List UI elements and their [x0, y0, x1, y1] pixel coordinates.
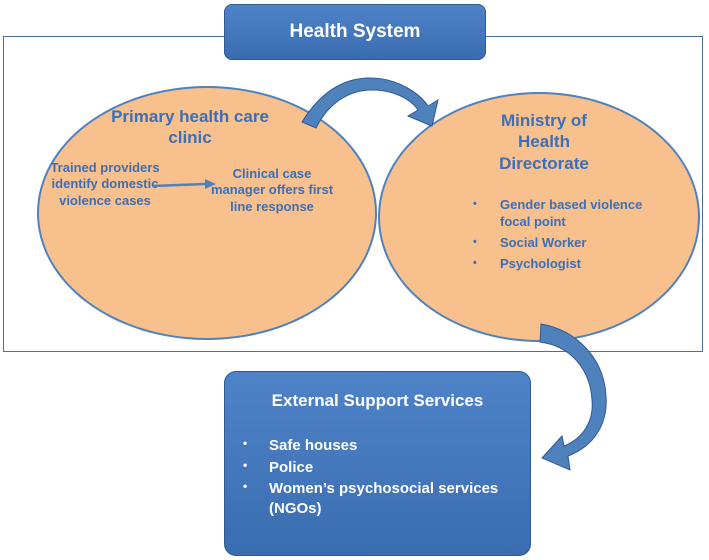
ministry-title: Ministry of Health Directorate [499, 111, 589, 173]
external-support-list: Safe houses Police Women’s psychosocial … [243, 436, 513, 520]
arrow-right-icon [152, 179, 216, 189]
primary-clinic-right-text: Clinical case manager offers first line … [210, 166, 334, 214]
health-system-header: Health System [224, 4, 486, 60]
external-list-item: Police [243, 458, 513, 478]
ministry-list-item: Social Worker [473, 235, 648, 252]
ministry-list: Gender based violence focal point Social… [473, 197, 648, 277]
primary-clinic-title: Primary health care clinic [111, 107, 269, 148]
curved-arrow-icon [539, 323, 607, 471]
primary-clinic-ellipse [37, 86, 377, 340]
external-list-item: Safe houses [243, 436, 513, 456]
external-support-box: External Support Services Safe houses Po… [224, 371, 531, 556]
health-system-title: Health System [289, 21, 421, 42]
ministry-list-item: Psychologist [473, 256, 648, 273]
external-support-title: External Support Services [271, 391, 484, 410]
curved-arrow-icon [301, 77, 439, 129]
external-list-item: Women’s psychosocial services (NGOs) [243, 479, 513, 518]
ministry-list-item: Gender based violence focal point [473, 197, 648, 231]
primary-clinic-left-text: Trained providers identify domestic viol… [50, 160, 160, 208]
